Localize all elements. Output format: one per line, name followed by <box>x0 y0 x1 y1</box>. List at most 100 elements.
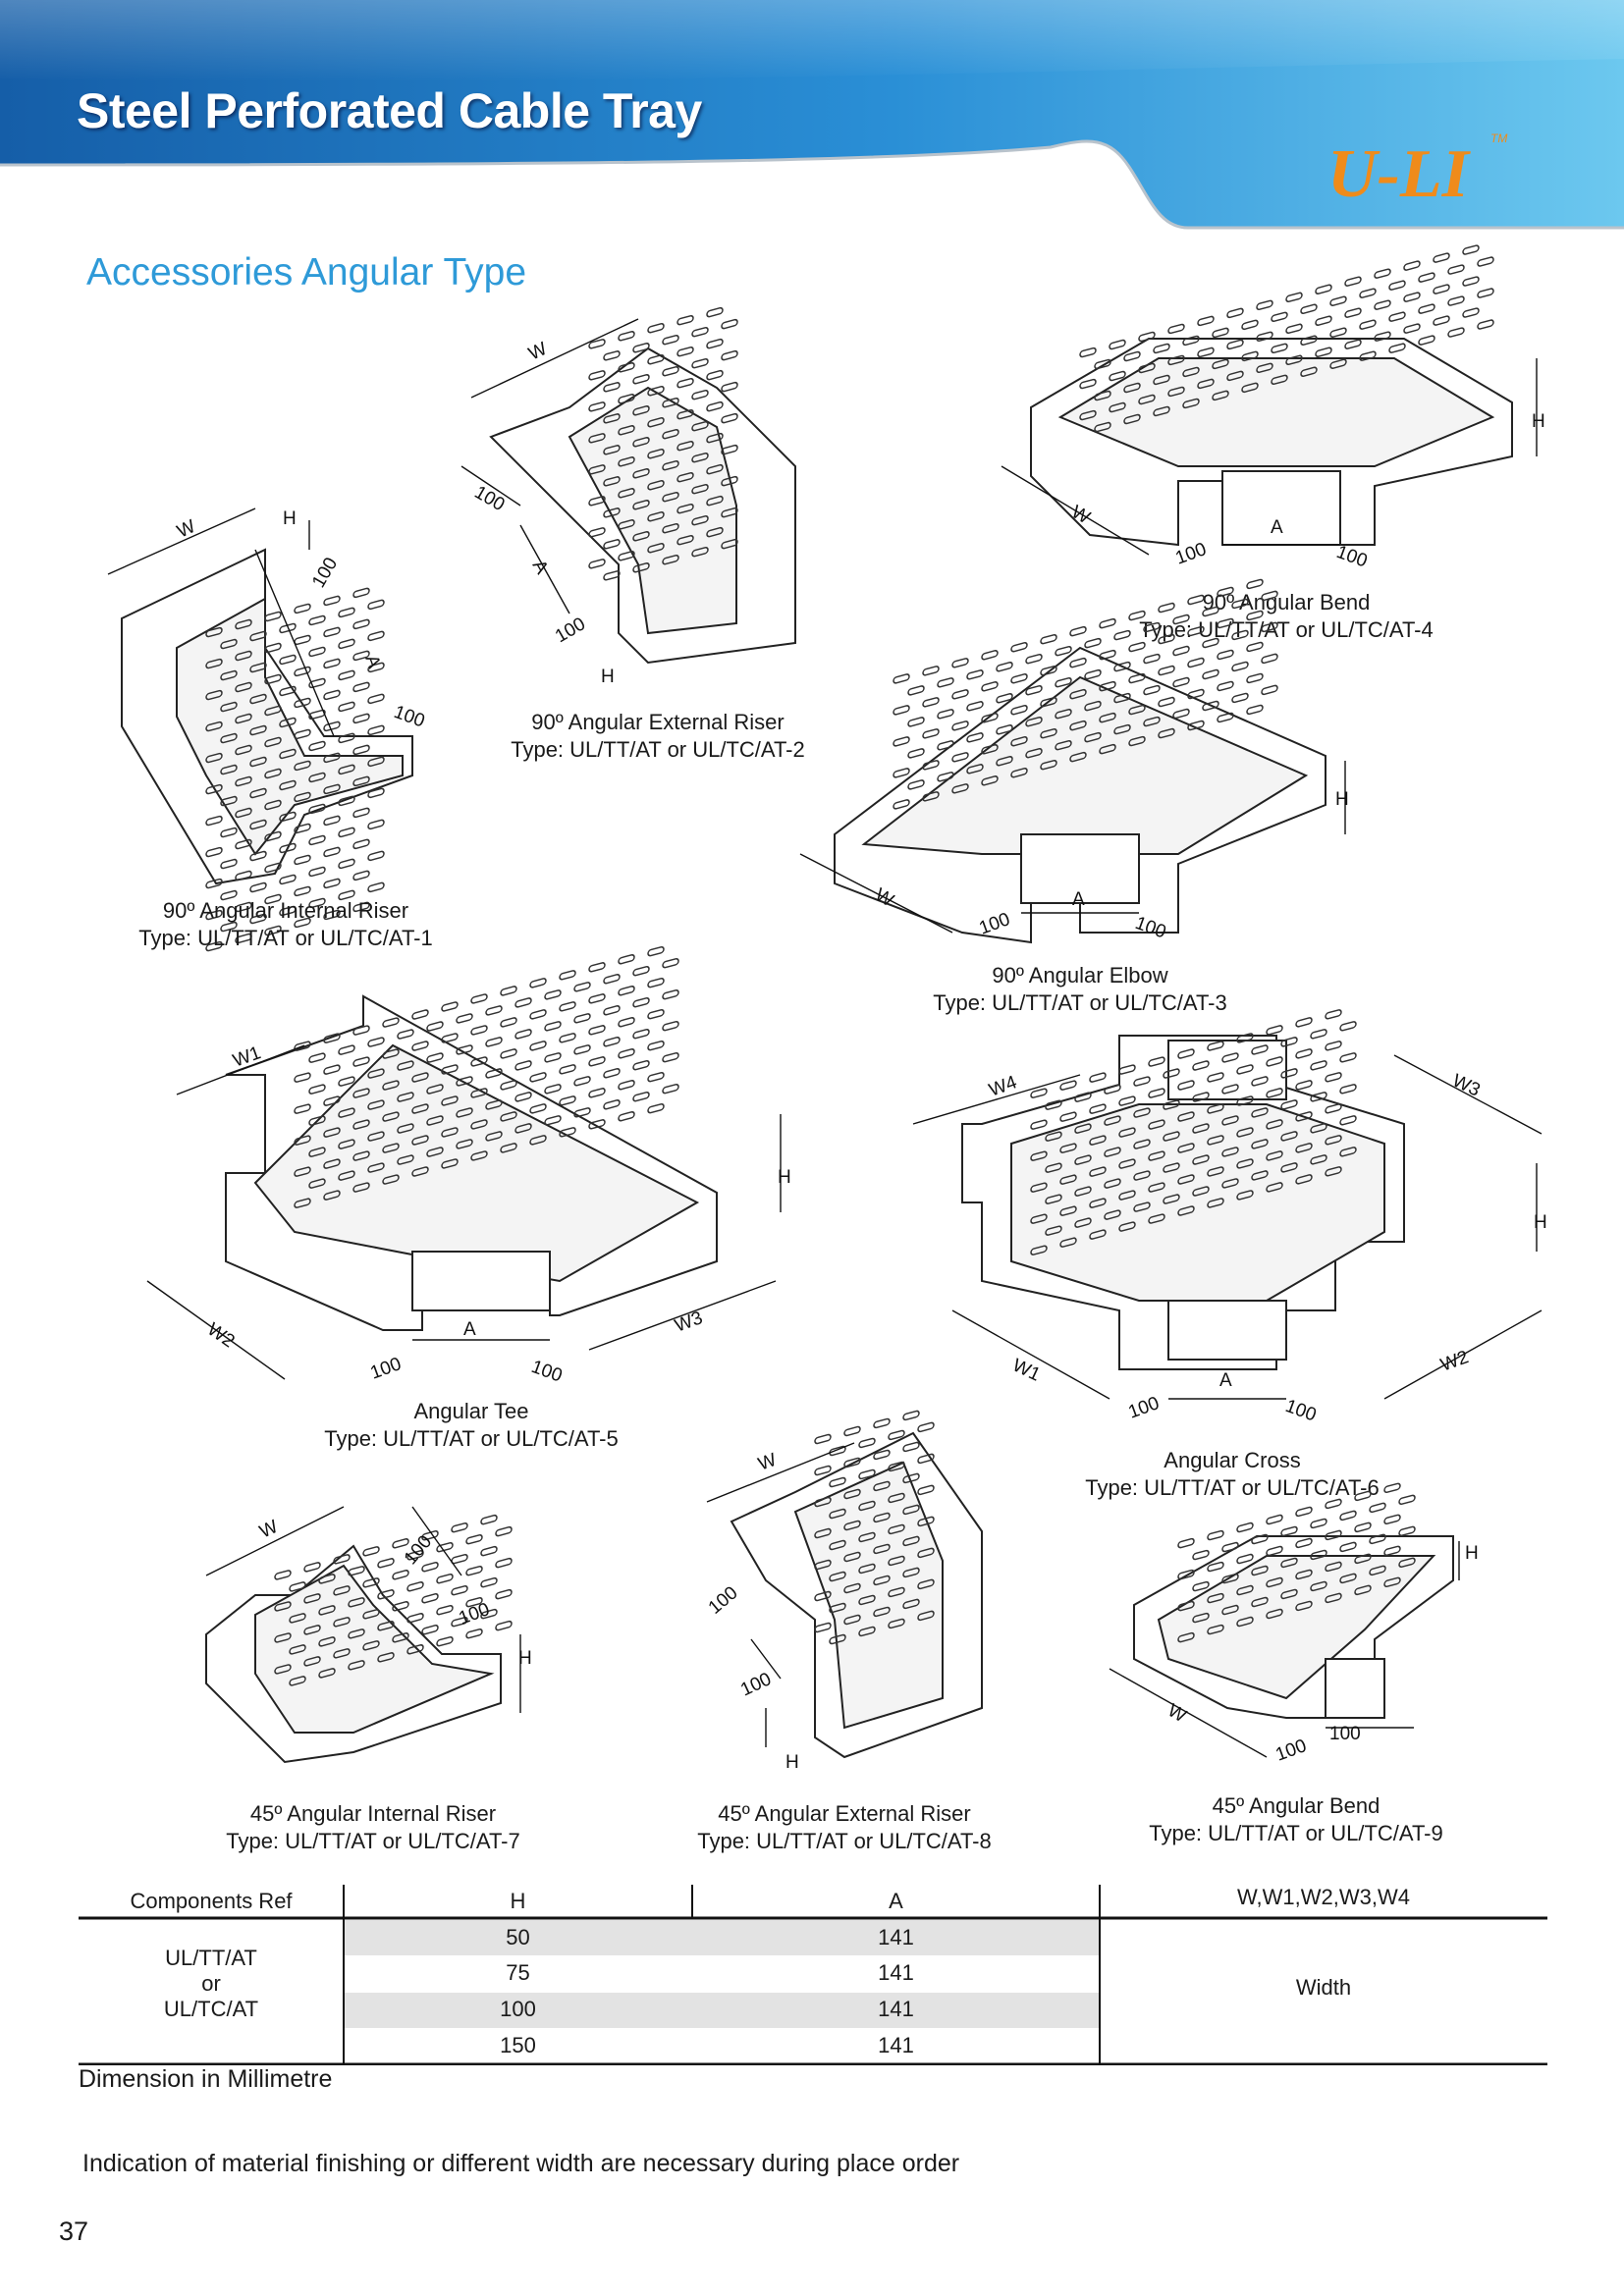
perforation-slot <box>888 1429 905 1441</box>
dim-w1: W1 <box>1009 1355 1044 1385</box>
perforation-slot <box>264 705 282 717</box>
perforation-slot <box>1433 252 1450 263</box>
perforation-slot <box>1207 1592 1224 1604</box>
perforation-slot <box>436 1604 454 1616</box>
perforation-slot <box>1089 1198 1107 1208</box>
perforation-slot <box>1221 1115 1239 1126</box>
perforation-slot <box>907 685 925 696</box>
perforation-slot <box>1148 1119 1165 1130</box>
perforation-slot <box>264 736 282 748</box>
perforation-slot <box>308 1115 326 1126</box>
perforation-slot <box>588 1119 606 1130</box>
perforation-slot <box>279 905 297 917</box>
header-banner <box>0 0 1624 230</box>
perforation-slot <box>1055 739 1072 751</box>
perforation-slot <box>382 1048 400 1059</box>
perforation-slot <box>205 721 223 732</box>
perforation-slot <box>397 1060 414 1071</box>
perforation-slot <box>981 775 999 786</box>
perforation-slot <box>1295 1600 1313 1612</box>
perforation-slot <box>1236 1553 1254 1565</box>
perforation-slot <box>1109 401 1126 413</box>
perforation-slot <box>1315 347 1332 357</box>
perforation-slot <box>441 1001 459 1012</box>
perforation-slot <box>1325 1529 1342 1541</box>
perforation-slot <box>618 551 635 561</box>
perforation-slot <box>888 1492 905 1504</box>
perforation-slot <box>618 954 635 965</box>
perforation-slot <box>1094 390 1111 401</box>
perforation-slot <box>917 1516 935 1527</box>
perforation-slot <box>603 974 621 985</box>
table-cell-a: 141 <box>878 2033 914 2057</box>
perforation-slot <box>352 1025 370 1036</box>
table-cell-a: 141 <box>878 1997 914 2021</box>
perforation-slot <box>618 519 635 530</box>
perforation-slot <box>1030 1119 1048 1130</box>
perforation-slot <box>1172 614 1190 625</box>
perforation-slot <box>1280 1131 1298 1142</box>
perforation-slot <box>514 1123 532 1134</box>
perforation-slot <box>1359 288 1377 298</box>
perforation-slot <box>1325 1135 1342 1146</box>
perforation-slot <box>1231 661 1249 672</box>
perforation-slot <box>1280 1557 1298 1569</box>
perforation-slot <box>721 318 738 330</box>
perforation-slot <box>1236 1584 1254 1596</box>
perforation-slot <box>308 1178 326 1189</box>
perforation-slot <box>1109 370 1126 382</box>
perforation-slot <box>205 752 223 764</box>
perforation-slot <box>264 893 282 905</box>
perforation-slot <box>677 377 694 389</box>
perforation-slot <box>465 1596 483 1608</box>
perforation-slot <box>888 1555 905 1567</box>
perforation-slot <box>1172 645 1190 657</box>
perforation-slot <box>721 349 738 361</box>
perforation-slot <box>1148 1182 1165 1193</box>
perforation-slot <box>1261 684 1278 696</box>
perforation-slot <box>1025 653 1043 665</box>
perforation-slot <box>1280 1162 1298 1173</box>
perforation-slot <box>1300 366 1318 377</box>
perforation-slot <box>1197 378 1215 390</box>
perforation-slot <box>981 713 999 723</box>
perforation-slot <box>632 468 650 479</box>
perforation-slot <box>588 1088 606 1098</box>
perforation-slot <box>1251 1076 1269 1087</box>
figure-external-riser-45: W 100 100 H <box>687 1410 1001 1787</box>
perforation-slot <box>662 1020 679 1032</box>
perforation-slot <box>205 940 223 952</box>
perforation-slot <box>1089 1103 1107 1114</box>
dimension-table: Components Ref H A W,W1,W2,W3,W4 UL/TT/A… <box>79 1885 1547 2065</box>
perforation-slot <box>662 334 679 346</box>
perforation-slot <box>514 1092 532 1102</box>
perforation-slot <box>588 559 606 569</box>
perforation-slot <box>235 807 252 819</box>
figure-type: Type: UL/TT/AT or UL/TC/AT-8 <box>697 1829 992 1853</box>
perforation-slot <box>721 444 738 455</box>
perforation-slot <box>1217 586 1234 598</box>
perforation-slot <box>421 1562 439 1573</box>
perforation-slot <box>907 717 925 727</box>
perforation-slot <box>294 634 311 646</box>
perforation-slot <box>647 1040 665 1051</box>
perforation-slot <box>1231 629 1249 641</box>
perforation-slot <box>603 570 621 581</box>
perforation-slot <box>323 658 341 669</box>
perforation-slot <box>348 1597 365 1608</box>
perforation-slot <box>470 1056 488 1067</box>
perforation-slot <box>308 772 326 783</box>
perforation-slot <box>220 701 238 713</box>
perforation-slot <box>677 314 694 326</box>
perforation-slot <box>205 909 223 921</box>
perforation-slot <box>618 488 635 499</box>
perforation-slot <box>1030 1245 1048 1255</box>
dim-a: A <box>1271 517 1283 538</box>
perforation-slot <box>922 728 940 739</box>
perforation-slot <box>485 1131 503 1142</box>
perforation-slot <box>677 471 694 483</box>
perforation-slot <box>1241 382 1259 394</box>
perforation-slot <box>294 823 311 834</box>
perforation-slot <box>1045 1099 1062 1110</box>
perforation-slot <box>1246 641 1264 653</box>
